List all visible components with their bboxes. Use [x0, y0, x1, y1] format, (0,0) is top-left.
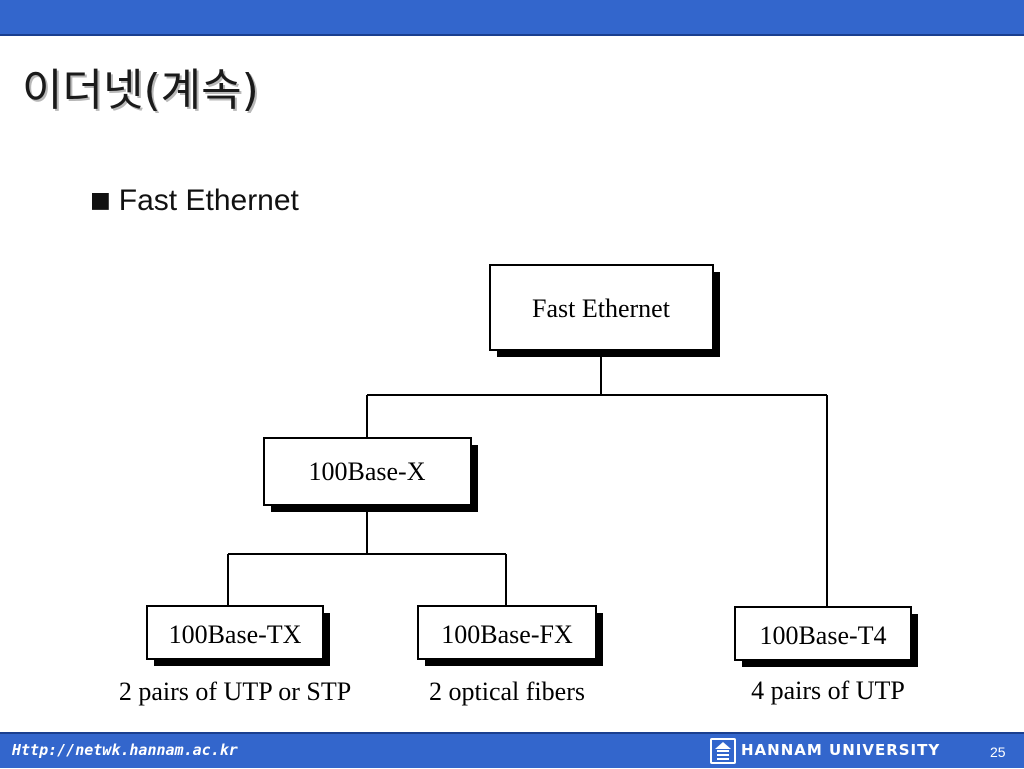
box-fast-ethernet: Fast Ethernet — [489, 264, 720, 357]
box-100base-fx: 100Base-FX — [417, 605, 603, 666]
footer-bar: Http://netwk.hannam.ac.kr HANNAM UNIVERS… — [0, 734, 1024, 768]
caption-100base-t4: 4 pairs of UTP — [751, 676, 905, 705]
header-divider — [0, 34, 1024, 36]
header-bar — [0, 0, 1024, 34]
box-label-100base-tx: 100Base-TX — [169, 620, 302, 649]
caption-100base-fx: 2 optical fibers — [429, 677, 585, 706]
box-100base-x: 100Base-X — [263, 437, 478, 512]
box-100base-t4: 100Base-T4 — [734, 606, 918, 667]
university-name: HANNAM UNIVERSITY — [741, 741, 941, 759]
box-label-100base-x: 100Base-X — [309, 457, 426, 486]
box-label-fast-ethernet: Fast Ethernet — [532, 294, 671, 323]
slide-title: 이더넷(계속) — [22, 65, 259, 116]
connector-lines — [227, 350, 828, 607]
box-label-100base-fx: 100Base-FX — [441, 620, 573, 649]
page-number: 25 — [990, 744, 1006, 760]
box-label-100base-t4: 100Base-T4 — [759, 621, 886, 650]
university-logo-icon — [710, 738, 736, 764]
box-100base-tx: 100Base-TX — [146, 605, 330, 666]
caption-100base-tx: 2 pairs of UTP or STP — [119, 677, 351, 706]
bullet-item: ■ Fast Ethernet — [90, 184, 299, 218]
footer-divider — [0, 732, 1024, 734]
bullet-text: Fast Ethernet — [118, 184, 299, 217]
square-bullet-icon: ■ — [90, 188, 111, 213]
footer-url-link[interactable]: Http://netwk.hannam.ac.kr — [12, 741, 238, 759]
